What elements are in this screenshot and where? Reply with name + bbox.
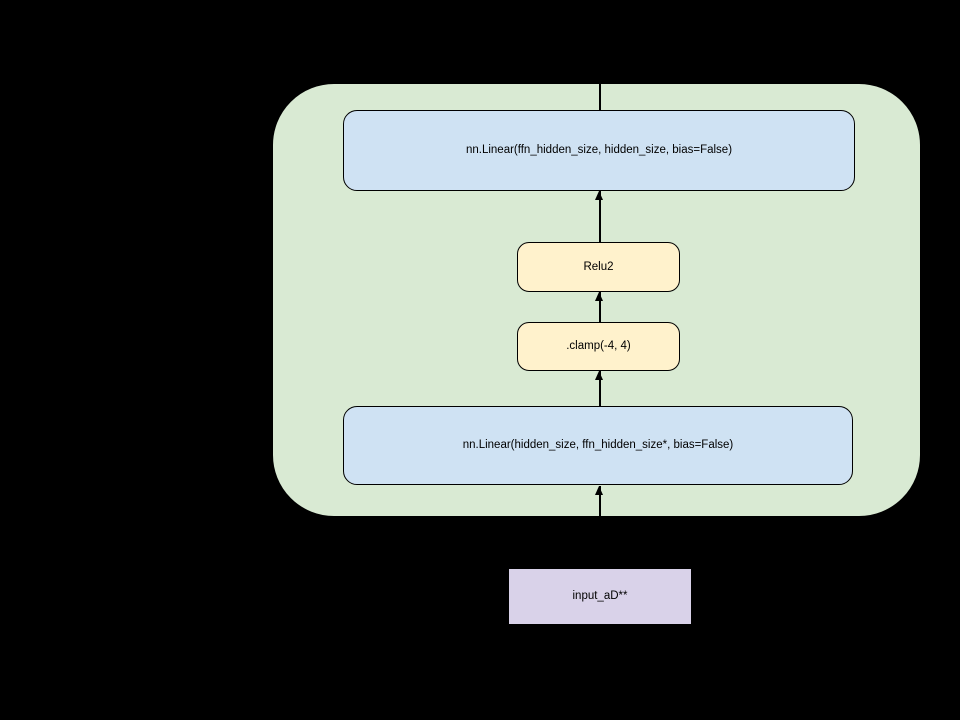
node-relu2: Relu2 [517, 242, 680, 292]
arrowhead-linear-in-to-clamp [595, 371, 604, 380]
node-input: input_aD** [509, 569, 691, 624]
node-nn-linear-out-label: nn.Linear(ffn_hidden_size, hidden_size, … [465, 144, 733, 157]
arrowhead-relu2-to-linear-out [595, 191, 604, 200]
node-clamp-label: .clamp(-4, 4) [566, 340, 631, 353]
edge-linear-out-to-top [599, 83, 601, 110]
edge-relu2-to-linear-out [599, 191, 601, 242]
node-nn-linear-in: nn.Linear(hidden_size, ffn_hidden_size*,… [343, 406, 853, 485]
node-clamp: .clamp(-4, 4) [517, 322, 680, 371]
node-input-label: input_aD** [572, 590, 628, 603]
arrowhead-input-to-linear-in [595, 486, 604, 495]
node-relu2-label: Relu2 [583, 260, 614, 273]
arrowhead-clamp-to-relu2 [595, 292, 604, 301]
edge-input-to-linear-in [599, 486, 601, 517]
node-nn-linear-out: nn.Linear(ffn_hidden_size, hidden_size, … [343, 110, 855, 191]
node-nn-linear-in-label: nn.Linear(hidden_size, ffn_hidden_size*,… [462, 439, 734, 452]
edge-clamp-to-relu2 [599, 292, 601, 322]
edge-linear-in-to-clamp [599, 371, 601, 406]
